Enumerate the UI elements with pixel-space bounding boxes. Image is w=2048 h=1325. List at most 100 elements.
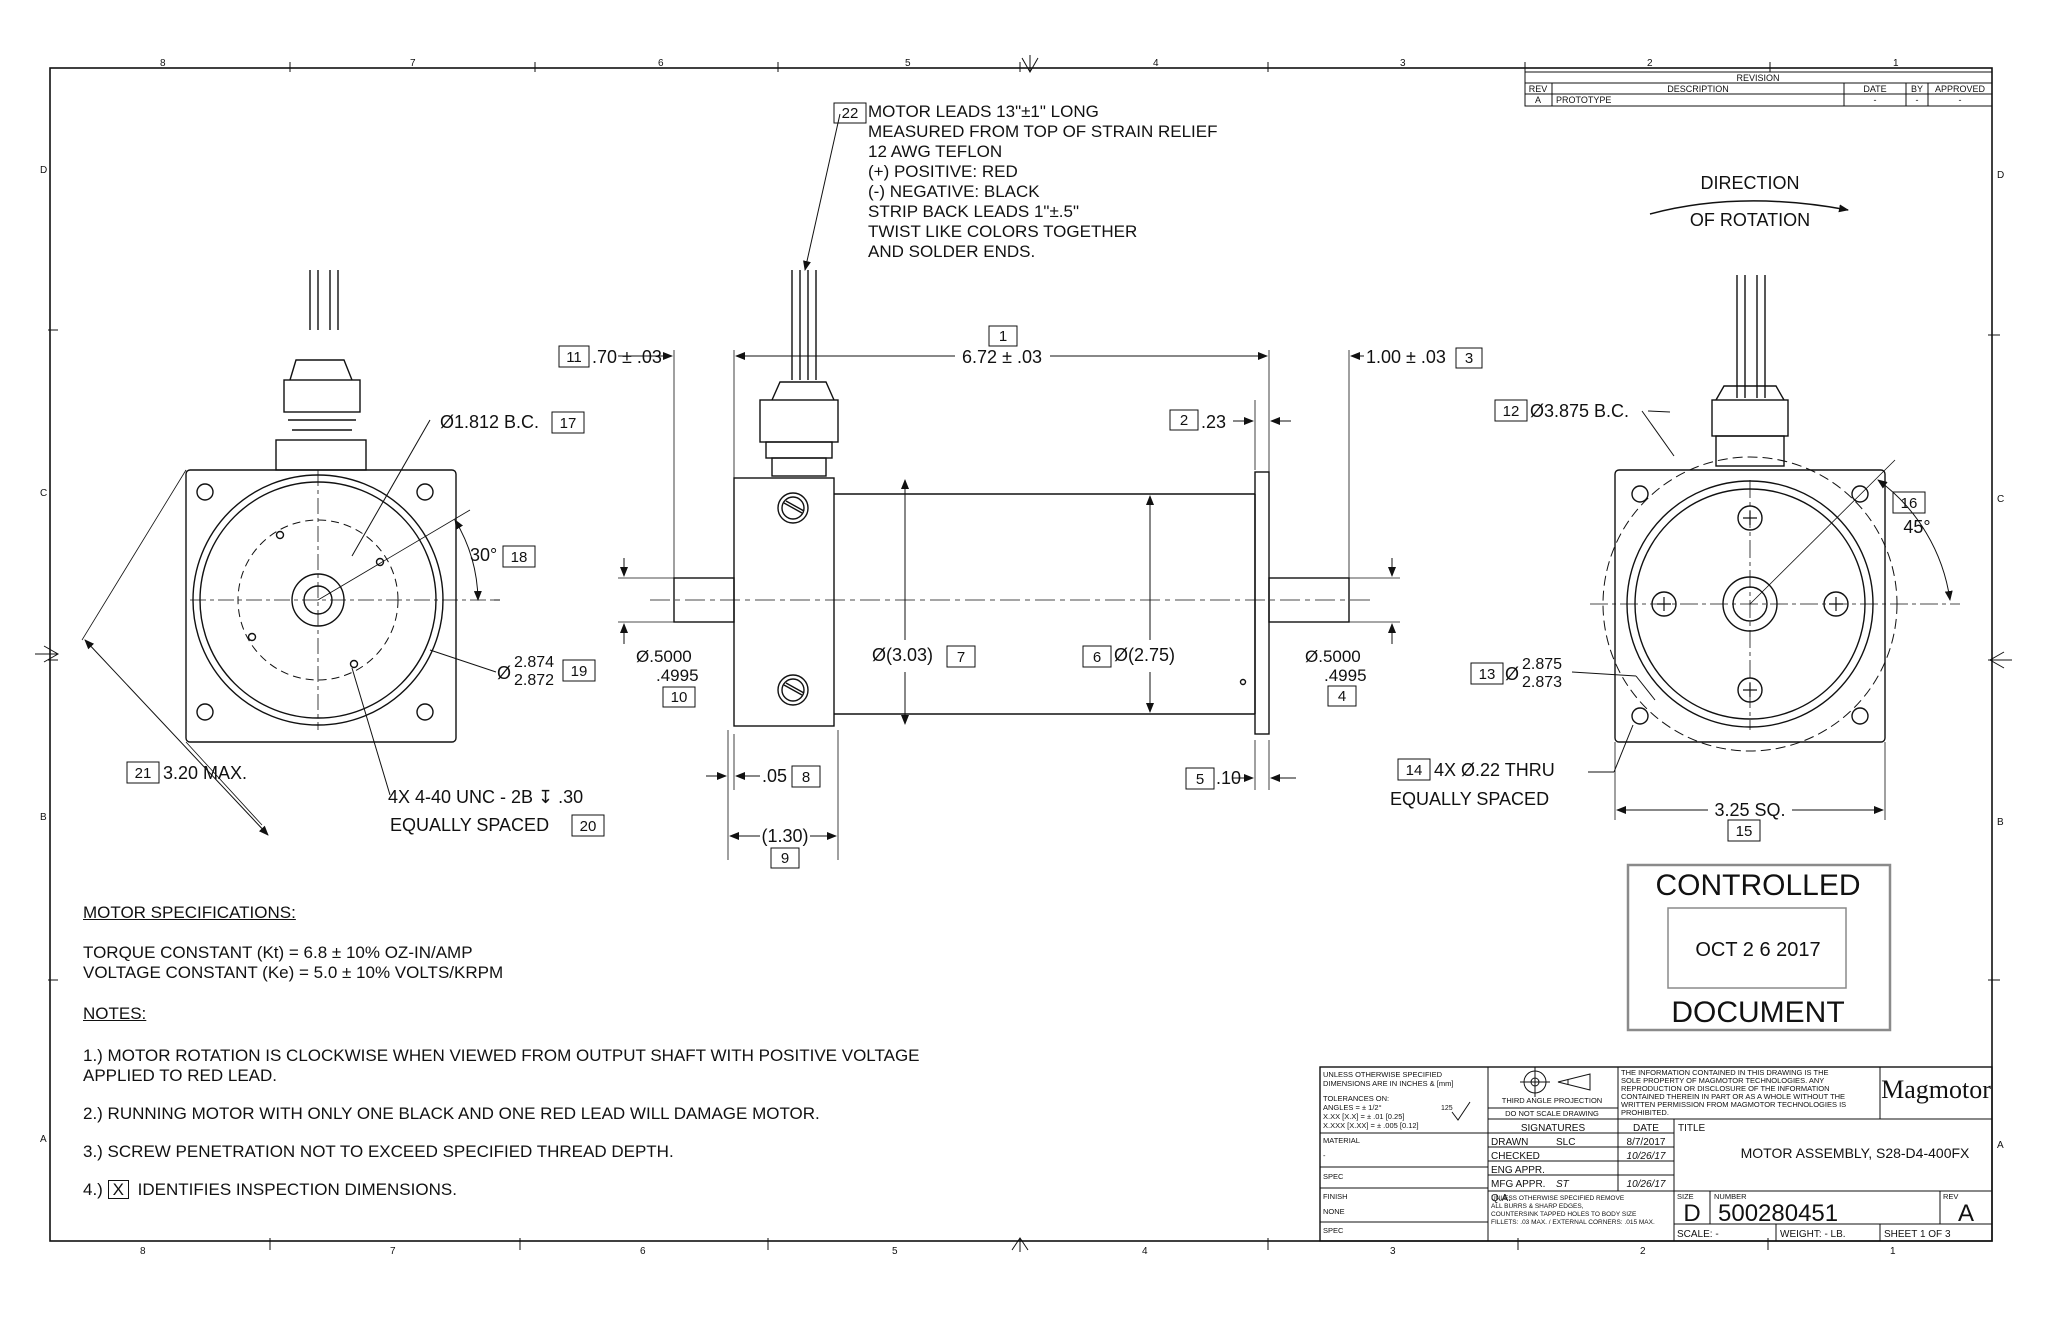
dimension-text: .4995: [656, 666, 699, 685]
lead-line: (-) NEGATIVE: BLACK: [868, 182, 1040, 201]
deburr-line: COUNTERSINK TAPPED HOLES TO BODY SIZE: [1491, 1211, 1637, 1218]
tolerance-line: TOLERANCES ON:: [1323, 1094, 1389, 1103]
revision-cell: PROTOTYPE: [1556, 95, 1611, 105]
revision-cell: -: [1959, 95, 1962, 105]
lead-line: MEASURED FROM TOP OF STRAIN RELIEF: [868, 122, 1218, 141]
dimension-number: 11: [566, 349, 582, 366]
proprietary-line: REPRODUCTION OR DISCLOSURE OF THE INFORM…: [1621, 1084, 1829, 1093]
no-scale-label: DO NOT SCALE DRAWING: [1505, 1109, 1599, 1118]
dimension-number: 14: [1406, 762, 1423, 779]
lead-line: STRIP BACK LEADS 1"±.5": [868, 202, 1079, 221]
dimension-number: 2: [1180, 412, 1188, 429]
note-4-text: IDENTIFIES INSPECTION DIMENSIONS.: [137, 1180, 457, 1199]
inspection-box: X: [107, 1180, 129, 1199]
number-header: NUMBER: [1714, 1192, 1747, 1201]
dimension-text: 3.25 SQ.: [1714, 800, 1785, 820]
dimension-text: .4995: [1324, 666, 1367, 685]
dimension-text: .23: [1201, 412, 1226, 432]
spec-line: VOLTAGE CONSTANT (Ke) = 5.0 ± 10% VOLTS/…: [83, 963, 504, 982]
zone-label: 4: [1153, 58, 1159, 69]
dimension-text: 6.72 ± .03: [962, 347, 1042, 367]
lead-line: TWIST LIKE COLORS TOGETHER: [868, 222, 1138, 241]
note-1a: 1.) MOTOR ROTATION IS CLOCKWISE WHEN VIE…: [83, 1046, 920, 1065]
dimension-text: 4X 4-40 UNC - 2B ↧ .30: [388, 787, 583, 807]
rear-view: [81, 270, 500, 836]
dimension-callouts: 11 .70 ± .03 1 6.72 ± .03 1.00 ± .03 3 2…: [126, 102, 1931, 869]
dimension-text: Ø1.812 B.C.: [440, 412, 539, 432]
signature-role: Q.A.: [1491, 1193, 1511, 1204]
signature-name: SLC: [1556, 1137, 1575, 1148]
signature-role: CHECKED: [1491, 1151, 1540, 1162]
controlled-stamp: CONTROLLED OCT 2 6 2017 DOCUMENT: [1626, 863, 1892, 1032]
rotation-label: OF ROTATION: [1690, 210, 1810, 230]
note-2: 2.) RUNNING MOTOR WITH ONLY ONE BLACK AN…: [83, 1104, 820, 1123]
dimension-text: EQUALLY SPACED: [390, 815, 549, 835]
size-header: SIZE: [1677, 1192, 1694, 1201]
zone-label: D: [40, 165, 47, 176]
dimension-text: 2.872: [514, 672, 554, 689]
projection-label: THIRD ANGLE PROJECTION: [1502, 1096, 1602, 1105]
rev-header: REV: [1943, 1192, 1958, 1201]
scale-value: SCALE: -: [1677, 1229, 1719, 1240]
zone-label: D: [1997, 170, 2004, 181]
dimension-number: 6: [1093, 649, 1101, 666]
zone-label: 4: [1142, 1246, 1148, 1257]
deburr-line: ALL BURRS & SHARP EDGES,: [1491, 1203, 1584, 1210]
side-view: [618, 113, 1400, 860]
dimension-number: 19: [571, 663, 588, 680]
dimension-number: 20: [580, 818, 597, 835]
dimension-text: 45°: [1903, 517, 1930, 537]
proprietary-line: WRITTEN PERMISSION FROM MAGMOTOR TECHNOL…: [1621, 1100, 1846, 1109]
title-block: [1319, 1066, 1993, 1242]
zone-label: C: [40, 488, 47, 499]
dimension-number: 9: [781, 850, 789, 867]
material-header: MATERIAL: [1323, 1136, 1360, 1145]
revision-header: APPROVED: [1935, 84, 1986, 94]
dimension-text: EQUALLY SPACED: [1390, 789, 1549, 809]
rotation-label: DIRECTION: [1701, 173, 1800, 193]
signature-date: 8/7/2017: [1627, 1137, 1666, 1148]
specs-title: MOTOR SPECIFICATIONS:: [83, 903, 296, 922]
dimension-number: 10: [671, 689, 688, 706]
revision-cell: -: [1916, 95, 1919, 105]
front-view: [1571, 275, 1960, 820]
zone-label: A: [1997, 1140, 2004, 1151]
dimension-text: .10: [1216, 768, 1241, 788]
zone-label: 6: [640, 1246, 646, 1257]
finish-header: FINISH: [1323, 1192, 1348, 1201]
note-4: 4.) X IDENTIFIES INSPECTION DIMENSIONS.: [83, 1180, 920, 1200]
revision-header: BY: [1911, 84, 1923, 94]
dimension-number: 5: [1196, 771, 1204, 788]
title-header: TITLE: [1678, 1123, 1706, 1134]
drawing-number: 500280451: [1718, 1200, 1838, 1227]
spec-header: SPEC: [1323, 1172, 1344, 1181]
motor-specifications: MOTOR SPECIFICATIONS: TORQUE CONSTANT (K…: [83, 903, 503, 983]
dimension-number: 15: [1736, 823, 1753, 840]
stamp-text: DOCUMENT: [1671, 996, 1844, 1029]
dimension-text: 3.20 MAX.: [163, 763, 247, 783]
spec-line: TORQUE CONSTANT (Kt) = 6.8 ± 10% OZ-IN/A…: [83, 943, 473, 962]
dimension-text: Ø: [497, 663, 511, 683]
zone-label: 1: [1893, 58, 1899, 69]
zone-label: 1: [1890, 1246, 1896, 1257]
dimension-text: .70 ± .03: [592, 347, 662, 367]
revision-header: REV: [1529, 84, 1548, 94]
lead-line: 12 AWG TEFLON: [868, 142, 1003, 161]
date-header: DATE: [1633, 1123, 1659, 1134]
zone-label: 5: [892, 1246, 898, 1257]
zone-label: A: [40, 1134, 47, 1145]
revision-cell: A: [1535, 95, 1541, 105]
note-1b: APPLIED TO RED LEAD.: [83, 1066, 277, 1085]
dimension-number: 12: [1503, 403, 1520, 420]
signature-date: 10/26/17: [1627, 1151, 1666, 1162]
dimension-number: 7: [957, 649, 965, 666]
dimension-text: Ø(3.03): [872, 645, 933, 665]
tolerance-line: DIMENSIONS ARE IN INCHES & [mm]: [1323, 1079, 1453, 1088]
dimension-number: 18: [511, 549, 528, 566]
revision-header: DESCRIPTION: [1667, 84, 1729, 94]
zone-label: 3: [1390, 1246, 1396, 1257]
sheet-value: SHEET 1 OF 3: [1884, 1229, 1951, 1240]
